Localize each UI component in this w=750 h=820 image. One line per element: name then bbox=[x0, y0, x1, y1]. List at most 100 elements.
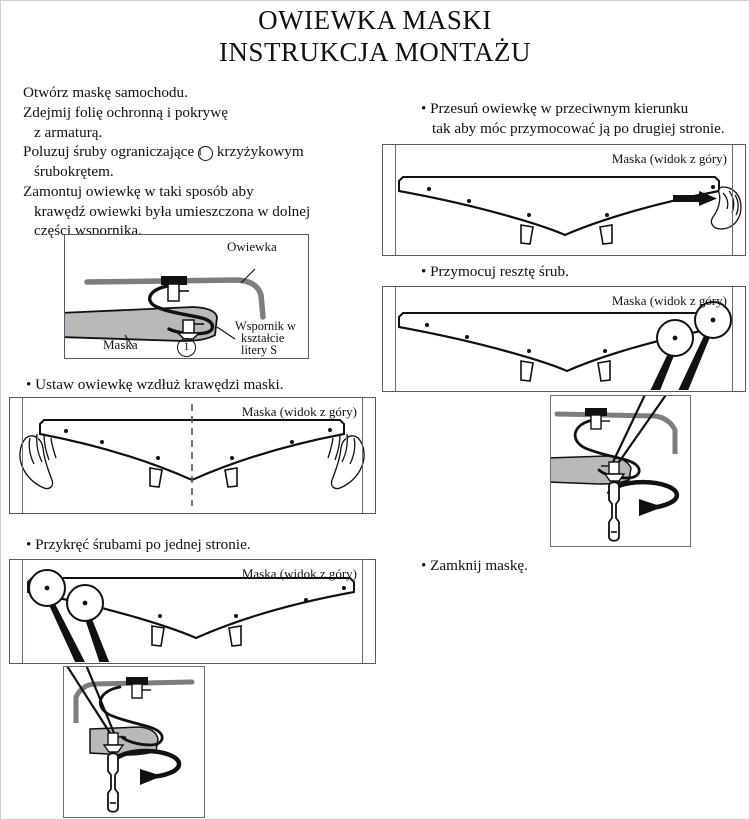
bullet-line: śrubokrętem. bbox=[34, 163, 114, 180]
bullet-line: Zdejmij folię ochronną i pokrywę bbox=[23, 103, 228, 121]
mount-hole bbox=[527, 213, 531, 217]
leader-deflector bbox=[240, 268, 256, 284]
bullet-line: Poluzuj śruby ograniczające 1 krzyżykowy… bbox=[23, 143, 304, 162]
screwdriver-icon bbox=[107, 752, 119, 813]
panel-inner-rule bbox=[22, 560, 23, 663]
step-align-text: • Ustaw owiewkę wzdłuż krawędzi maski. bbox=[26, 376, 284, 393]
panel-screw-left-side: Maska (widok z góry) bbox=[9, 559, 376, 664]
panel-inner-rule bbox=[732, 287, 733, 391]
mount-hole bbox=[710, 317, 716, 323]
callout-wedge bbox=[44, 594, 85, 662]
label-bracket-line1: Wspornik w bbox=[235, 319, 296, 333]
deflector-band bbox=[398, 176, 720, 237]
mount-hole bbox=[711, 185, 715, 189]
mount-hole bbox=[82, 600, 88, 606]
deflector-shape bbox=[84, 277, 266, 320]
panel-inner-rule bbox=[395, 145, 396, 255]
mount-hole bbox=[328, 428, 332, 432]
panel-inner-rule bbox=[395, 287, 396, 391]
screw-flange-bottom bbox=[603, 473, 626, 482]
label-bracket-line2: kształcie bbox=[241, 331, 285, 345]
panel-inner-rule bbox=[732, 145, 733, 255]
callout-leader bbox=[66, 667, 111, 734]
deflector-slide-drawing bbox=[398, 176, 742, 245]
screw-head-top bbox=[161, 276, 187, 285]
leader-bracket bbox=[216, 326, 236, 340]
step-close-hood-text: • Zamknij maskę. bbox=[421, 557, 528, 574]
panel-align-top-view: Maska (widok z góry) bbox=[9, 397, 376, 514]
leader-hood bbox=[124, 334, 134, 348]
step-remaining-screws-text: • Przymocuj resztę śrub. bbox=[421, 263, 569, 280]
title-line-1: OWIEWKA MASKI bbox=[258, 5, 492, 35]
screw-number-marker: 1 bbox=[177, 338, 196, 357]
right-hand-icon bbox=[327, 433, 365, 490]
mount-hole bbox=[230, 456, 234, 460]
s-bracket-shape bbox=[98, 685, 164, 747]
bullet-item: Zamontuj owiewkę w taki sposób aby bbox=[23, 182, 368, 202]
screwdriver-detail-drawing bbox=[551, 396, 680, 542]
rotation-arrow-head bbox=[140, 769, 162, 785]
panel-inner-rule bbox=[362, 560, 363, 663]
panel-screw-right-side: Maska (widok z góry) bbox=[382, 286, 746, 392]
mount-hole bbox=[156, 456, 160, 460]
screw-shaft-bottom bbox=[182, 319, 195, 334]
panel-label-hood-top-view: Maska (widok z góry) bbox=[611, 293, 727, 308]
mount-hole bbox=[425, 323, 429, 327]
deflector-lower-edge bbox=[398, 326, 722, 373]
right-hand-icon bbox=[710, 186, 742, 230]
mount-hole bbox=[467, 199, 471, 203]
bullet-line: tak aby móc przymocować ją po drugiej st… bbox=[432, 119, 725, 137]
screw-shaft-top bbox=[590, 414, 602, 430]
bullet-item: Zdejmij folię ochronną i pokrywę bbox=[23, 103, 368, 123]
deflector-shape bbox=[554, 411, 678, 433]
bullet-continuation: śrubokrętem. bbox=[23, 162, 368, 182]
step-screw-one-side-text: • Przykręć śrubami po jednej stronie. bbox=[26, 536, 251, 553]
label-bracket-line3: litery S bbox=[241, 343, 278, 357]
deflector-top-view-right-callout bbox=[398, 301, 732, 390]
screw-flange-bottom bbox=[102, 744, 125, 753]
bracket-tab bbox=[520, 360, 534, 382]
bullet-line: z armaturą. bbox=[34, 123, 103, 141]
bullet-item: Poluzuj śruby ograniczające 1 krzyżykowy… bbox=[23, 142, 368, 162]
cross-section-drawing bbox=[65, 268, 266, 348]
title-line-2: INSTRUKCJA MONTAŻU bbox=[218, 36, 532, 67]
deflector-top-view-left-callout bbox=[27, 569, 355, 662]
callout-leader bbox=[612, 396, 646, 463]
mount-hole bbox=[234, 614, 238, 618]
deflector-top-view bbox=[19, 404, 365, 506]
bracket-tab bbox=[597, 360, 611, 382]
panel-label-hood-top-view: Maska (widok z góry) bbox=[241, 566, 357, 581]
label-deflector: Owiewka bbox=[227, 239, 277, 254]
step-slide-opposite: • Przesuń owiewkę w przeciwnym kierunku … bbox=[421, 99, 750, 139]
bullet-continuation: z armaturą. bbox=[23, 123, 368, 143]
callout-wedge bbox=[678, 325, 715, 390]
mount-hole bbox=[465, 335, 469, 339]
bullet-line: • Przesuń owiewkę w przeciwnym kierunku bbox=[421, 100, 689, 117]
screw-shaft-top bbox=[131, 683, 143, 699]
panel-label-hood-top-view: Maska (widok z góry) bbox=[241, 404, 357, 419]
screwdriver-detail-drawing bbox=[66, 667, 195, 813]
screw-shaft-bottom bbox=[107, 732, 119, 746]
rotation-arrow-head bbox=[639, 499, 663, 516]
mount-hole bbox=[100, 440, 104, 444]
label-hood: Maska bbox=[103, 337, 138, 352]
bracket-tab bbox=[228, 625, 242, 647]
inset-screwdriver-left bbox=[63, 666, 205, 818]
bullet-continuation: tak aby móc przymocować ją po drugiej st… bbox=[421, 119, 750, 139]
bullet-item: Otwórz maskę samochodu. bbox=[23, 83, 368, 103]
bracket-tab bbox=[149, 467, 163, 488]
mount-hole bbox=[527, 349, 531, 353]
circled-one-marker: 1 bbox=[198, 146, 214, 162]
bullet-line: Zamontuj owiewkę w taki sposób aby bbox=[23, 182, 254, 200]
screw-head-top bbox=[126, 677, 148, 685]
bracket-tab bbox=[224, 467, 238, 488]
screw-flange-bottom bbox=[176, 332, 201, 340]
mount-hole bbox=[290, 440, 294, 444]
rotation-arc bbox=[110, 748, 182, 780]
intro-bullet-list: Otwórz maskę samochodu. Zdejmij folię oc… bbox=[23, 83, 368, 241]
bullet-line: Otwórz maskę samochodu. bbox=[23, 84, 188, 101]
screwdriver-icon bbox=[608, 481, 620, 542]
screw-shaft-bottom bbox=[608, 461, 620, 475]
slide-arrow-icon bbox=[673, 191, 717, 206]
